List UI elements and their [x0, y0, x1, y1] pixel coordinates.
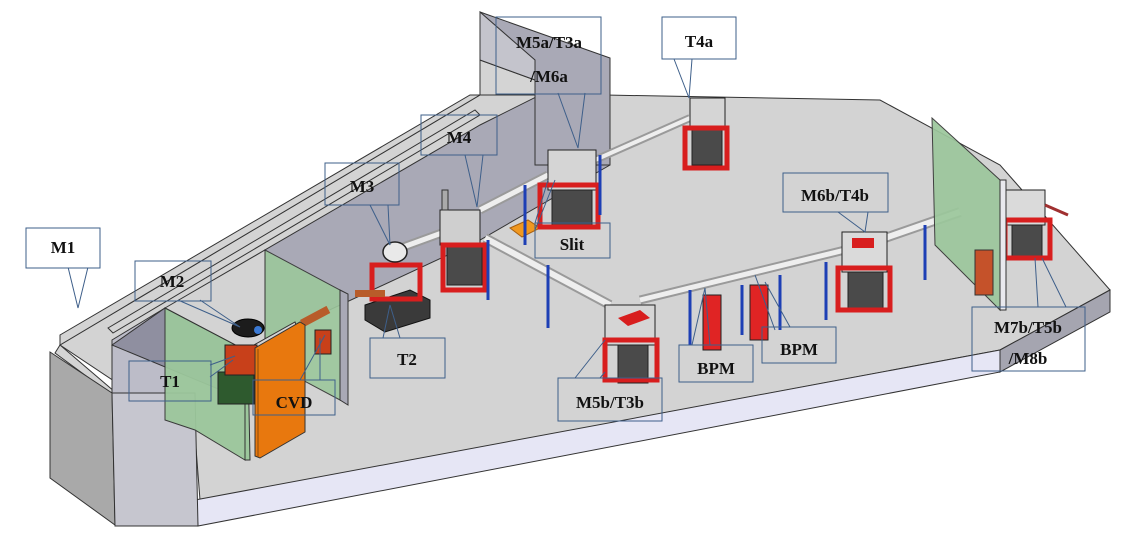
callout-bpm-2: BPM	[754, 274, 837, 364]
callout-m5a-label-1: M5a/T3a	[516, 33, 583, 52]
callout-m3-label: M3	[350, 177, 375, 196]
t4a-station	[682, 97, 730, 171]
callout-m4: M4	[420, 114, 498, 208]
hutch-right-wall-edge	[339, 289, 349, 406]
callout-bpm-1: BPM	[678, 287, 754, 383]
m4-station	[439, 189, 488, 293]
callout-m1: M1	[25, 227, 101, 309]
callout-m4-label: M4	[447, 128, 472, 147]
callout-t1: T1	[128, 355, 236, 402]
callout-m2: M2	[134, 260, 241, 328]
bpm-1-body	[702, 294, 722, 351]
callout-m7b-label-2: /M8b	[1008, 349, 1048, 368]
cvd-door	[254, 321, 306, 459]
callout-cvd-label: CVD	[276, 393, 313, 412]
m7b-station	[1002, 189, 1069, 261]
t1-stand	[224, 344, 258, 376]
callout-slit: Slit	[534, 179, 611, 259]
callout-m5b-label: M5b/T3b	[576, 393, 644, 412]
callouts: M1 M2 T1 CVD M3 T2	[25, 16, 1086, 422]
equipment	[355, 97, 1069, 384]
callout-m1-label: M1	[51, 238, 76, 257]
m5a-station	[537, 149, 601, 230]
callout-m7b: M7b/T5b /M8b	[971, 257, 1086, 372]
m5b-station	[602, 304, 660, 384]
callout-m5a-label-2: /M6a	[529, 67, 568, 86]
m6b-station	[835, 231, 893, 313]
floor-slab	[59, 94, 1111, 527]
hutch-enclosure	[110, 249, 349, 461]
callout-t4a: T4a	[661, 16, 737, 99]
t1-base	[217, 371, 255, 405]
callout-bpm-1-label: BPM	[697, 359, 735, 378]
m3-mirror	[382, 241, 408, 263]
bpm-2-body	[749, 284, 769, 341]
callout-m3: M3	[324, 162, 400, 246]
support-posts	[486, 155, 927, 345]
callout-m2-label: M2	[160, 272, 185, 291]
floor-right-edge	[999, 289, 1111, 373]
m3-t2-station	[355, 241, 431, 333]
callout-t2: T2	[369, 304, 446, 379]
callout-t1-label: T1	[160, 372, 180, 391]
hutch-inner-stand	[314, 329, 332, 355]
callout-cvd: CVD	[252, 334, 336, 416]
wall-left-side	[49, 351, 116, 526]
callout-m6b: M6b/T4b	[782, 172, 889, 233]
callout-m7b-label-1: M7b/T5b	[994, 318, 1062, 337]
callout-m5b: M5b/T3b	[557, 339, 663, 422]
green-shield-panel	[931, 116, 1007, 312]
callout-t4a-label: T4a	[685, 32, 714, 51]
callout-bpm-2-label: BPM	[780, 340, 818, 359]
callout-m5a: M5a/T3a /M6a	[495, 16, 602, 149]
callout-t2-label: T2	[397, 350, 417, 369]
callout-slit-label: Slit	[560, 235, 585, 254]
callout-m6b-label: M6b/T4b	[801, 186, 869, 205]
